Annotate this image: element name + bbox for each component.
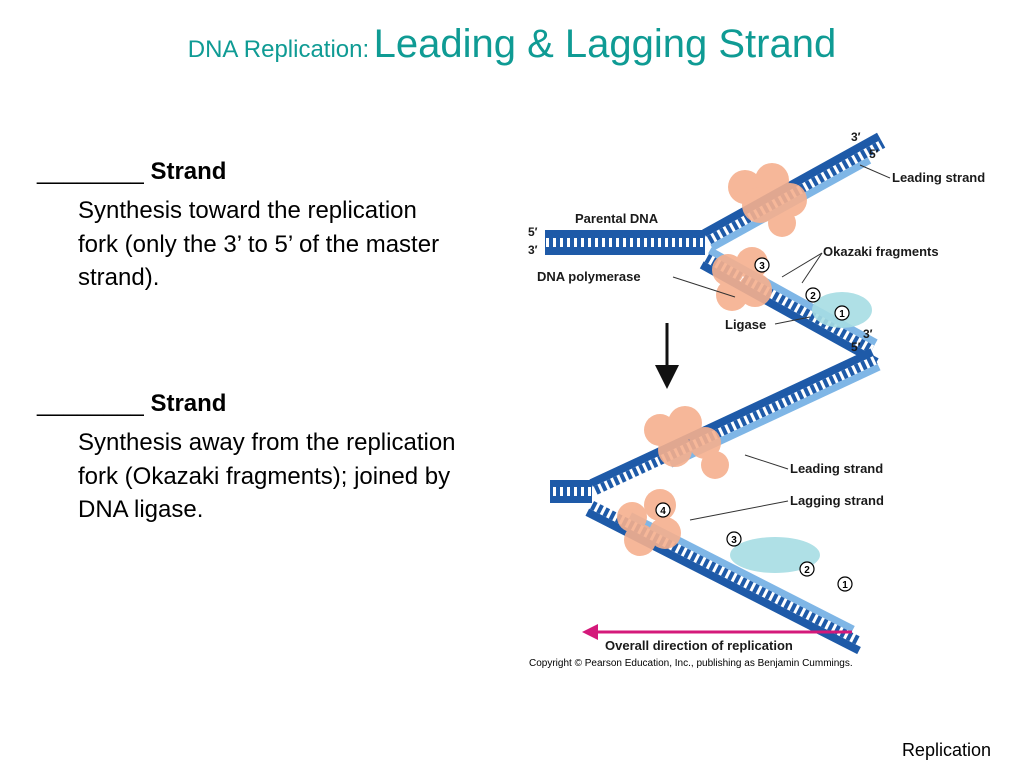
upper-arm-bottom bbox=[589, 348, 881, 495]
leader-polymerase bbox=[672, 276, 736, 298]
end-5-top: 5′ bbox=[869, 147, 879, 161]
step-marker-1-bottom: 1 bbox=[837, 576, 853, 592]
step-marker-2-bottom: 2 bbox=[799, 561, 815, 577]
bullet-lagging: ________ Strand Synthesis away from the … bbox=[37, 390, 457, 527]
bottom-fork: 4 3 2 1 Leading strand Lagging strand bbox=[550, 348, 884, 655]
svg-text:4: 4 bbox=[660, 506, 666, 517]
dna-polymerase-upper bbox=[728, 163, 807, 237]
top-fork: 3 2 1 5′ 3′ 3′ 5′ 3′ 5′ Parental DNA DNA… bbox=[528, 130, 985, 366]
bullet-text: Synthesis toward the replication fork (o… bbox=[78, 197, 440, 291]
svg-text:3: 3 bbox=[759, 261, 765, 272]
svg-text:2: 2 bbox=[810, 291, 816, 302]
replication-fork-diagram: 3 2 1 5′ 3′ 3′ 5′ 3′ 5′ Parental DNA DNA… bbox=[528, 130, 985, 669]
end-3-left: 3′ bbox=[528, 243, 538, 257]
title-prefix: DNA Replication: bbox=[187, 36, 370, 63]
step-marker-3-bottom: 3 bbox=[726, 531, 742, 547]
svg-text:2: 2 bbox=[804, 565, 810, 576]
parental-duplex-bottom bbox=[550, 480, 592, 503]
step-marker-3: 3 bbox=[754, 257, 770, 273]
end-5-left: 5′ bbox=[528, 225, 538, 239]
leader-ligase bbox=[774, 316, 811, 325]
leader-okazaki-a bbox=[781, 252, 823, 278]
direction-arrow bbox=[582, 624, 852, 640]
leader-leading-top bbox=[859, 164, 891, 179]
label-lagging-bottom: Lagging strand bbox=[790, 493, 884, 508]
bullet-leading: ________ Strand Synthesis toward the rep… bbox=[37, 158, 457, 295]
bullet-heading-word: Strand bbox=[150, 158, 227, 185]
bullet-heading-word: Strand bbox=[150, 390, 227, 417]
bullet-text: Synthesis away from the replication fork… bbox=[78, 429, 456, 523]
label-okazaki: Okazaki fragments bbox=[823, 244, 939, 259]
leader-lagging-bottom bbox=[689, 500, 789, 521]
svg-text:3: 3 bbox=[731, 535, 737, 546]
slide-title: DNA Replication: Leading & Lagging Stran… bbox=[0, 22, 1024, 67]
ligase-shape-bottom bbox=[730, 537, 820, 573]
copyright-notice: Copyright © Pearson Education, Inc., pub… bbox=[529, 658, 853, 669]
label-leading-bottom: Leading strand bbox=[790, 461, 883, 476]
title-main: Leading & Lagging Strand bbox=[373, 22, 837, 66]
dna-polymerase-bottom-upper bbox=[644, 406, 729, 479]
bullet-heading: ________ Strand bbox=[37, 390, 457, 418]
parental-duplex bbox=[545, 230, 705, 255]
label-ligase: Ligase bbox=[725, 317, 766, 332]
end-3-top: 3′ bbox=[851, 130, 861, 144]
end-5-bottom: 5′ bbox=[851, 340, 861, 354]
fill-in-blank: ________ bbox=[37, 390, 144, 417]
svg-text:1: 1 bbox=[842, 580, 848, 591]
step-marker-2: 2 bbox=[805, 287, 821, 303]
bullet-heading: ________ Strand bbox=[37, 158, 457, 186]
leader-leading-bottom bbox=[744, 454, 789, 470]
leader-okazaki-b bbox=[801, 252, 823, 284]
footer-label: Replication bbox=[901, 740, 991, 760]
label-overall-direction: Overall direction of replication bbox=[605, 638, 793, 653]
label-parental-dna: Parental DNA bbox=[575, 211, 659, 226]
svg-text:1: 1 bbox=[839, 309, 845, 320]
end-3-bottom: 3′ bbox=[863, 327, 873, 341]
step-marker-1: 1 bbox=[834, 305, 850, 321]
fill-in-blank: ________ bbox=[37, 158, 144, 185]
step-marker-4: 4 bbox=[655, 502, 671, 518]
label-dna-polymerase: DNA polymerase bbox=[537, 269, 641, 284]
label-leading-top: Leading strand bbox=[892, 170, 985, 185]
